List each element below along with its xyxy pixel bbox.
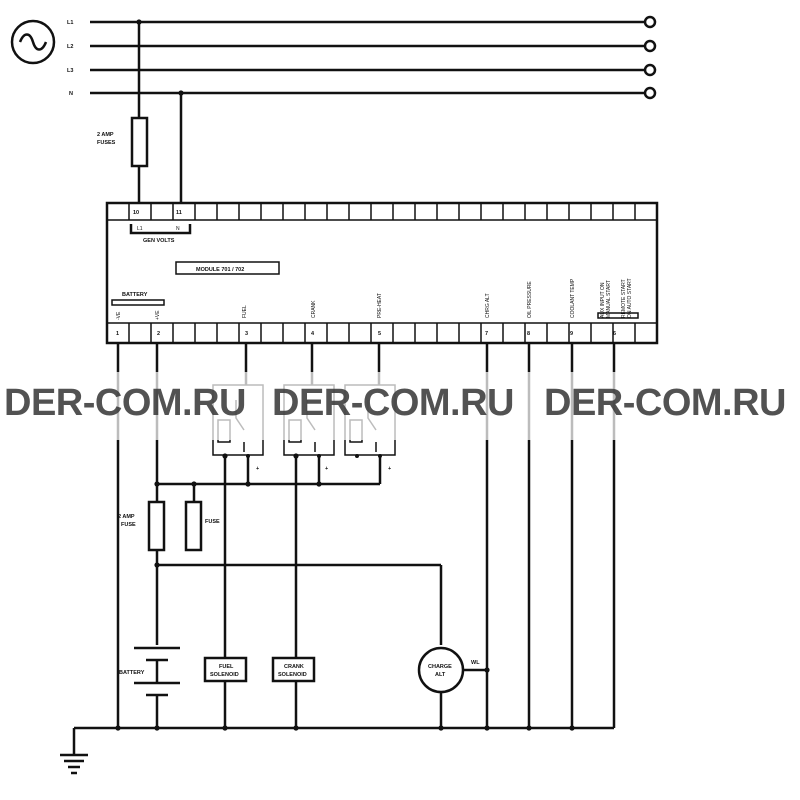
terminal-6: 6 [613,331,616,337]
label-preheat: PRE-HEAT [377,293,383,318]
gen-volts-l1: L1 [137,226,143,232]
watermark-3: DER-COM.RU [544,382,786,424]
fuse-aux [184,500,203,552]
fuse-2amp [147,500,166,552]
label-crank: CRANK [311,300,317,318]
label-oil-pressure: OIL PRESSURE [527,281,533,318]
terminal-8: 8 [527,331,530,337]
watermark-1: DER-COM.RU [4,382,246,424]
sense-fuse-label-1: 2 AMP [97,132,114,138]
terminal-2: 2 [157,331,160,337]
terminal-7: 7 [485,331,488,337]
phase-label-l1: L1 [67,20,73,26]
label-aux-2: MANUAL START [606,280,612,318]
relay-fuel-plus: + [256,466,259,472]
ground-icon [60,728,88,775]
label-remote-2: ON AUTO START [627,278,633,318]
ac-source-icon [10,19,56,65]
module-name: MODULE 701 / 702 [196,267,244,273]
label-chrg-alt: CHRG ALT [485,293,491,318]
terminal-10: 10 [133,210,139,216]
terminal-1: 1 [116,331,119,337]
battery-label: BATTERY [119,670,145,676]
label-pos: +VE [155,310,161,320]
phase-label-l3: L3 [67,68,73,74]
label-fuel: FUEL [242,305,248,318]
fuse-2amp-label-2: FUSE [121,522,136,528]
charge-alternator [417,646,465,694]
terminal-5: 5 [378,331,381,337]
sense-fuse [130,116,149,168]
crank-solenoid-label-1: CRANK [284,664,304,670]
fuel-solenoid-label-1: FUEL [219,664,234,670]
charge-alt-label-2: ALT [435,672,446,678]
module-battery-label: BATTERY [122,292,148,298]
relay-preheat-plus: + [388,466,391,472]
label-remote-1: REMOTE START [621,279,627,318]
controller-module [105,201,659,345]
crank-solenoid [271,656,316,683]
gen-volts-n: N [176,226,180,232]
label-coolant-temp: COOLANT TEMP [570,278,576,318]
sense-fuse-label-2: FUSES [97,140,116,146]
gen-volts-label: GEN VOLTS [143,238,175,244]
phase-label-n: N [69,91,73,97]
watermark-2: DER-COM.RU [272,382,514,424]
crank-solenoid-label-2: SOLENOID [278,672,307,678]
label-aux-1: AUX INPUT ON [600,282,606,318]
remote-start-bar [597,312,639,319]
label-neg: -VE [116,311,122,320]
terminal-9: 9 [570,331,573,337]
relay-crank-plus: + [325,466,328,472]
battery-icon [134,646,180,728]
terminal-11: 11 [176,210,182,216]
module-name-box [175,261,280,275]
charge-alt-label-1: CHARGE [428,664,452,670]
fuse-2amp-label-1: 2 AMP [118,514,135,520]
wl-label: WL [471,660,480,666]
watermark-band [0,372,800,440]
phase-lines [90,15,657,100]
fuel-solenoid-label-2: SOLENOID [210,672,239,678]
phase-label-l2: L2 [67,44,73,50]
fuse-aux-label: FUSE [205,519,220,525]
terminal-3: 3 [245,331,248,337]
terminal-4: 4 [311,331,315,337]
module-battery-bar [111,299,165,306]
